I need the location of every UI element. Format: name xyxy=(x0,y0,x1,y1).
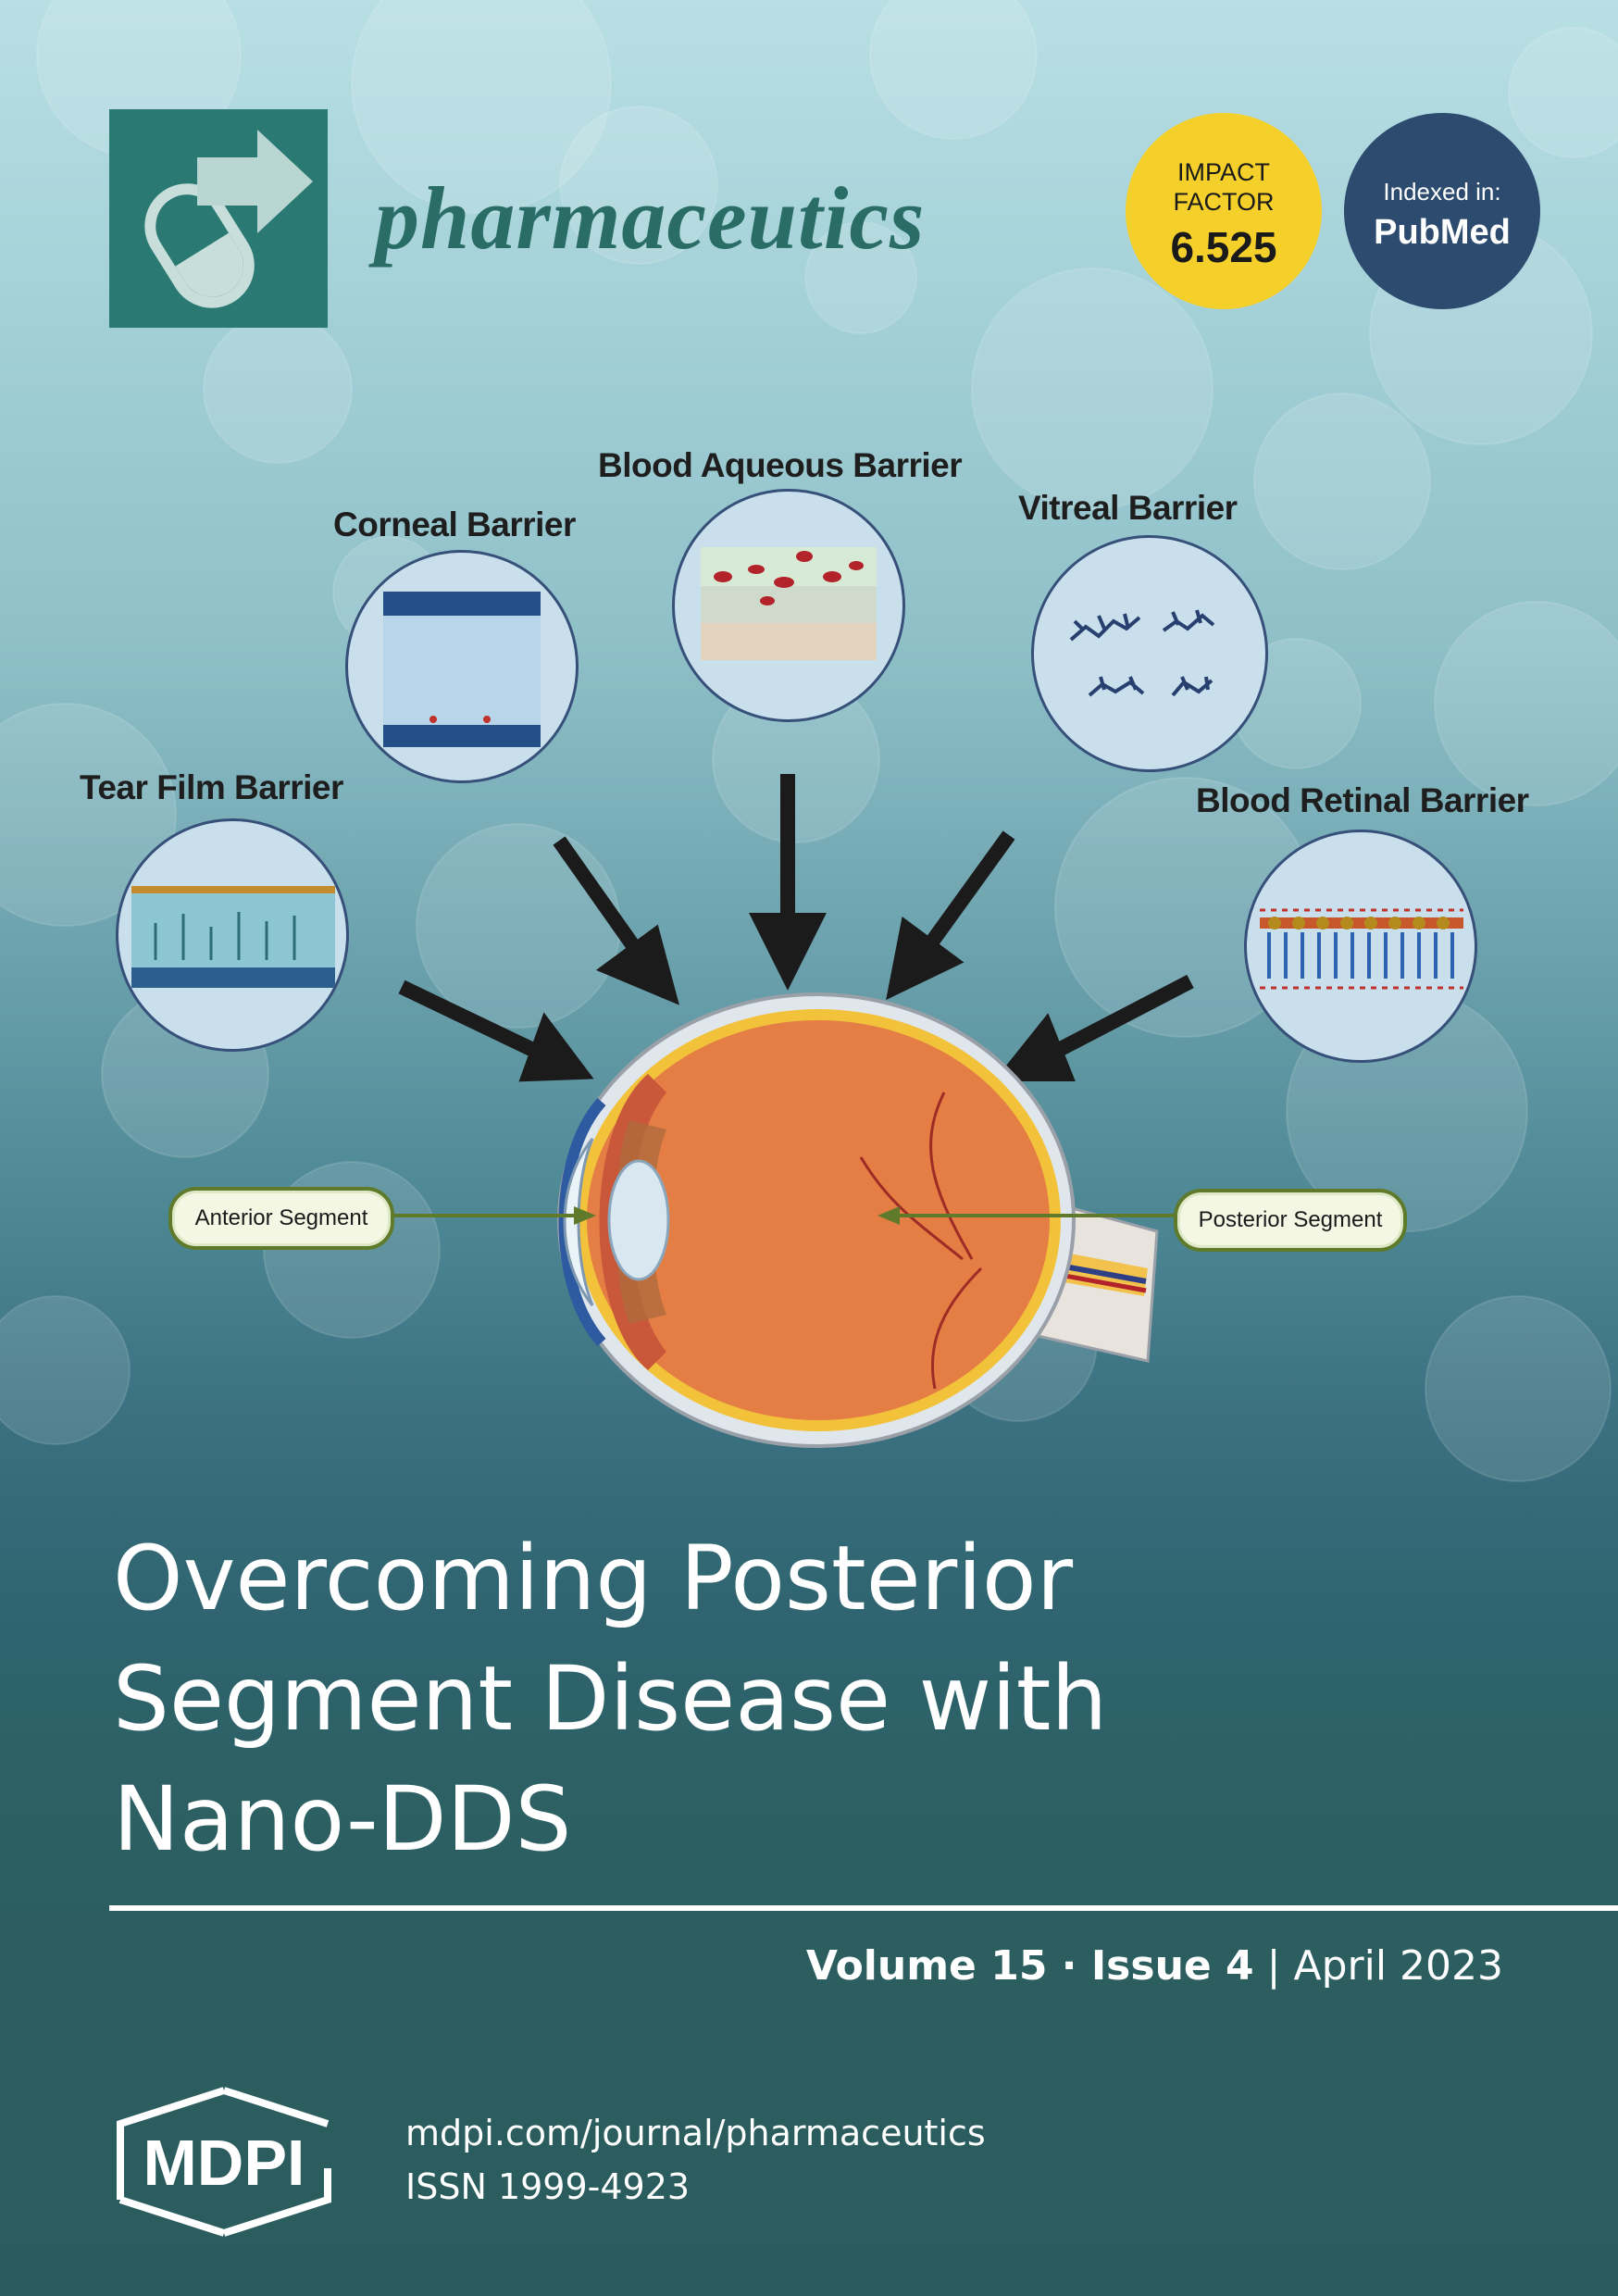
impact-factor-label: IMPACT FACTOR xyxy=(1173,158,1275,216)
label-blood-retinal-barrier: Blood Retinal Barrier xyxy=(1196,781,1529,819)
cover-title: Overcoming Posterior Segment Disease wit… xyxy=(113,1518,1409,1879)
journal-url[interactable]: mdpi.com/journal/pharmaceutics xyxy=(405,2113,986,2153)
indexed-label: Indexed in: xyxy=(1383,178,1501,206)
barrier-arrows xyxy=(398,774,1194,1082)
impact-factor-value: 6.525 xyxy=(1170,223,1277,271)
title-divider xyxy=(109,1905,1618,1911)
mdpi-hexagon-icon: MDPI xyxy=(117,2087,331,2237)
issue-date: April 2023 xyxy=(1293,1942,1503,1990)
pubmed-label: PubMed xyxy=(1374,213,1511,252)
title-line-1: Overcoming Posterior xyxy=(113,1527,1074,1630)
pill-arrow-icon xyxy=(144,130,313,308)
volume-number: Volume 15 xyxy=(805,1942,1048,1990)
posterior-segment-label: Posterior Segment xyxy=(1174,1189,1407,1252)
label-corneal-barrier: Corneal Barrier xyxy=(333,505,576,543)
issue-divider: | xyxy=(1253,1942,1294,1990)
issn: ISSN 1999-4923 xyxy=(405,2166,691,2207)
eye-illustration xyxy=(557,992,1159,1448)
eye-diagram xyxy=(389,774,1194,1448)
impact-factor-badge: IMPACT FACTOR 6.525 xyxy=(1126,113,1322,309)
blood-retinal-barrier-illustration xyxy=(1244,830,1477,1063)
issue-separator: · xyxy=(1047,1942,1091,1990)
anterior-segment-label: Anterior Segment xyxy=(168,1187,394,1250)
blood-aqueous-barrier-illustration xyxy=(672,489,905,722)
mdpi-logo-text: MDPI xyxy=(143,2127,305,2199)
tear-film-barrier-illustration xyxy=(116,818,349,1052)
issue-number: Issue 4 xyxy=(1090,1942,1254,1990)
label-blood-aqueous-barrier: Blood Aqueous Barrier xyxy=(598,446,963,484)
journal-logo xyxy=(109,109,328,328)
title-line-2: Segment Disease with xyxy=(113,1647,1108,1751)
journal-name: pharmaceutics xyxy=(375,168,926,268)
label-vitreal-barrier: Vitreal Barrier xyxy=(1018,489,1238,527)
mdpi-logo: MDPI xyxy=(109,2085,339,2239)
vitreal-barrier-illustration xyxy=(1031,535,1268,772)
issue-info: Volume 15 · Issue 4 | April 2023 xyxy=(806,1942,1503,1990)
label-tear-film-barrier: Tear Film Barrier xyxy=(80,768,343,806)
corneal-barrier-illustration xyxy=(345,550,579,783)
title-line-3: Nano-DDS xyxy=(113,1767,572,1871)
segment-pointers xyxy=(389,1206,1176,1225)
indexed-in-badge: Indexed in: PubMed xyxy=(1344,113,1540,309)
